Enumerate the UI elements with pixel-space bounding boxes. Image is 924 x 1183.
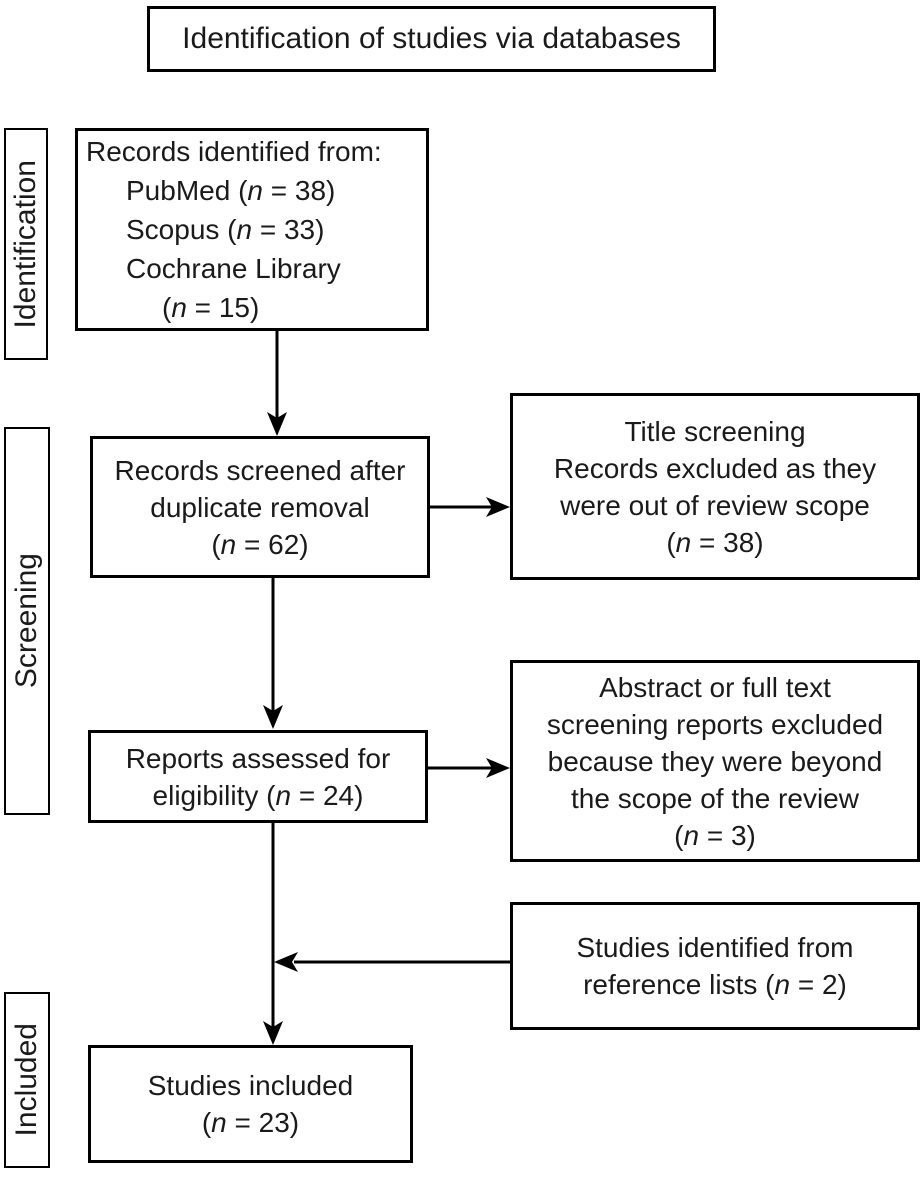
text-line: screening reports excluded [546,708,884,740]
text-line: because they were beyond [547,745,883,777]
arrowhead-down-icon [263,705,283,729]
text-line: (n = 15) [162,292,260,323]
stage-label-screening: Screening [4,427,50,815]
text-line: Records identified from: [86,136,382,167]
text-line: reference lists (n = 2) [583,969,847,1000]
arrowhead-right-icon [486,758,510,778]
text-line: Studies identified from [576,932,854,963]
text-line: the scope of the review [571,782,859,814]
box-reports-assessed: Reports assessed for eligibility (n = 24) [88,730,428,823]
stage-label-screening-text: Screening [10,553,43,689]
diagram-title: Identification of studies via databases [182,22,681,55]
text-line: were out of review scope [560,489,870,521]
stage-label-included-text: Included [10,1023,43,1137]
text-line: Scopus (n = 33) [126,214,325,245]
text-line: Abstract or full text [599,671,831,703]
text-line: duplicate removal [150,491,370,523]
text-line: Cochrane Library [126,253,341,284]
text-line: (n = 3) [674,819,756,851]
arrowhead-down-icon [263,1021,283,1045]
text-line: (n = 38) [666,526,764,558]
text-line: Records excluded as they [553,452,877,484]
text-line: Records screened after [114,454,406,486]
box-studies-included: Studies included (n = 23) [88,1045,413,1163]
text-line: Reports assessed for [125,742,391,774]
text-line: Studies included [147,1070,354,1101]
box-studies-from-reference-lists: Studies identified from reference lists (… [510,902,920,1030]
stage-label-identification: Identification [4,128,48,360]
box-records-screened: Records screened after duplicate removal (… [90,436,430,578]
stage-label-identification-text: Identification [9,159,42,329]
diagram-title-box: Identification of studies via databases [147,6,716,72]
text-line: PubMed (n = 38) [126,175,336,206]
arrowhead-down-icon [267,412,287,436]
arrowhead-right-icon [486,497,510,517]
stage-label-included: Included [4,992,50,1168]
arrowhead-left-icon [274,952,298,972]
text-line: Title screening [624,415,806,447]
box-records-identified: Records identified from: PubMed (n = 38) S… [75,128,429,331]
box-abstract-excluded: Abstract or full text screening reports e… [510,660,920,862]
text-line: eligibility (n = 24) [152,779,364,811]
text-line: (n = 23) [201,1107,300,1138]
text-line: (n = 62) [211,528,309,560]
